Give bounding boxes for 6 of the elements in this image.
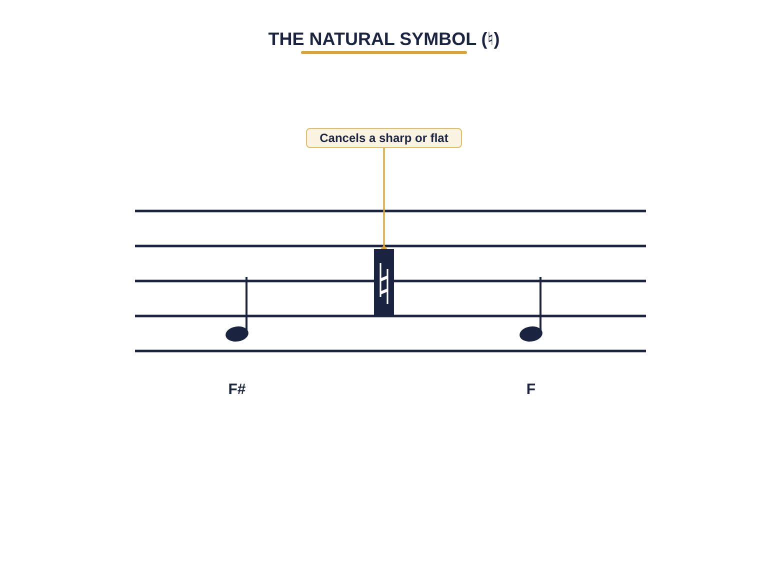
callout-box: Cancels a sharp or flat: [306, 128, 462, 148]
natural-sign-icon: [374, 249, 394, 316]
title: THE NATURAL SYMBOL (♮): [267, 28, 501, 51]
note-name: F: [526, 381, 536, 399]
leader-line: [381, 148, 387, 252]
note-name: F#: [228, 381, 246, 399]
